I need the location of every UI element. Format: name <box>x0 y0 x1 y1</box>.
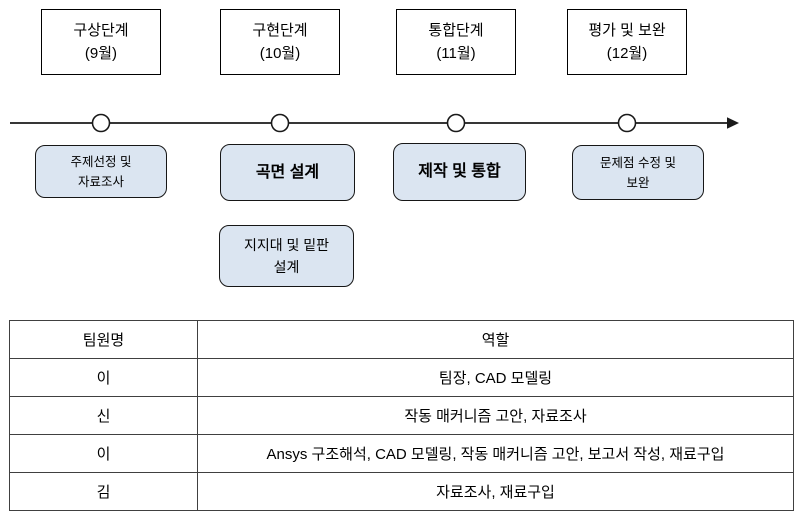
phase-box-implementation: 구현단계 (10월) <box>220 9 340 75</box>
phase-month: (11월) <box>436 45 476 62</box>
milestone-circle-3 <box>446 113 466 133</box>
member-name-cell: 이 <box>9 358 198 397</box>
table-row: 이 팀장, CAD 모델링 <box>9 358 794 397</box>
header-role: 역할 <box>197 320 794 359</box>
table-row: 이 Ansys 구조해석, CAD 모델링, 작동 매커니즘 고안, 보고서 작… <box>9 434 794 473</box>
phase-box-integration: 통합단계 (11월) <box>396 9 516 75</box>
phase-month: (9월) <box>84 45 118 62</box>
task-line: 주제선정 및 <box>70 154 132 169</box>
task-line: 문제점 수정 및 <box>600 155 676 170</box>
role-cell: 팀장, CAD 모델링 <box>197 358 794 397</box>
role-cell: 자료조사, 재료구입 <box>197 472 794 511</box>
task-box-support-base-design: 지지대 및 밑판 설계 <box>219 225 354 287</box>
task-box-topic-selection: 주제선정 및 자료조사 <box>35 145 167 198</box>
task-line: 곡면 설계 <box>255 163 320 181</box>
phase-name: 구현단계 <box>252 22 308 39</box>
member-name-cell: 신 <box>9 396 198 435</box>
member-name-cell: 이 <box>9 434 198 473</box>
task-box-production-integration: 제작 및 통합 <box>393 143 526 201</box>
role-cell: Ansys 구조해석, CAD 모델링, 작동 매커니즘 고안, 보고서 작성,… <box>197 434 794 473</box>
header-member-name: 팀원명 <box>9 320 198 359</box>
phase-name: 평가 및 보완 <box>588 22 666 39</box>
milestone-circle-1 <box>91 113 111 133</box>
phase-month: (10월) <box>259 45 301 62</box>
team-roles-table: 팀원명 역할 이 팀장, CAD 모델링 신 작동 매커니즘 고안, 자료조사 … <box>9 320 794 511</box>
task-line: 설계 <box>273 259 300 275</box>
phase-month: (12월) <box>606 45 648 62</box>
milestone-circle-4 <box>617 113 637 133</box>
member-name-cell: 김 <box>9 472 198 511</box>
table-row: 신 작동 매커니즘 고안, 자료조사 <box>9 396 794 435</box>
phase-box-evaluation: 평가 및 보완 (12월) <box>567 9 687 75</box>
phase-box-conception: 구상단계 (9월) <box>41 9 161 75</box>
table-row: 김 자료조사, 재료구입 <box>9 472 794 511</box>
task-line: 제작 및 통합 <box>418 163 501 181</box>
timeline-arrow <box>10 113 739 133</box>
task-box-fix-issues: 문제점 수정 및 보완 <box>572 145 704 200</box>
table-header-row: 팀원명 역할 <box>9 320 794 359</box>
milestone-circle-2 <box>270 113 290 133</box>
phase-name: 구상단계 <box>73 22 129 39</box>
task-line: 보완 <box>626 175 650 190</box>
task-box-surface-design: 곡면 설계 <box>220 144 355 201</box>
task-line: 지지대 및 밑판 <box>243 236 330 253</box>
role-cell: 작동 매커니즘 고안, 자료조사 <box>197 396 794 435</box>
arrowhead-icon <box>727 117 739 129</box>
task-line: 자료조사 <box>77 174 124 189</box>
phase-name: 통합단계 <box>428 22 484 39</box>
